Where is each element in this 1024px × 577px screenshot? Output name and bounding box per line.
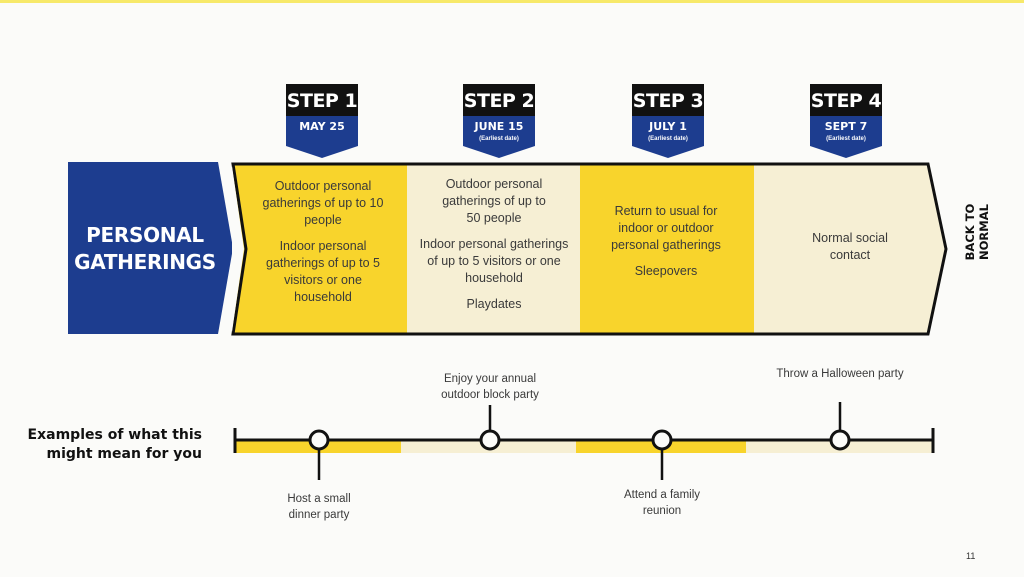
column-2-text: Outdoor personal gatherings of up to 50 …	[414, 176, 574, 322]
step-note: (Earliest date)	[479, 136, 519, 142]
rule-text: Return to usual for indoor or outdoor pe…	[611, 204, 721, 252]
rule-text: Outdoor personal gatherings of up to 10 …	[262, 179, 384, 227]
step-date: JUNE 15	[474, 120, 524, 133]
top-accent-line	[0, 0, 1024, 3]
column-3-text: Return to usual for indoor or outdoor pe…	[596, 203, 736, 289]
rule-text: Normal social contact	[812, 231, 888, 262]
example-4-marker	[829, 429, 851, 451]
example-2-label: Enjoy your annual outdoor block party	[441, 373, 539, 401]
step-title: STEP 4	[810, 90, 882, 112]
column-3-fill	[580, 164, 754, 334]
arrow-outline	[231, 162, 948, 336]
badge-shape-icon	[286, 84, 358, 158]
rule-text: Playdates	[466, 297, 522, 311]
rule-text: Sleepovers	[634, 264, 698, 278]
rule-text: Indoor personal gatherings of up to 5 vi…	[419, 237, 569, 285]
example-2-marker	[479, 429, 501, 451]
step-1-badge: STEP 1 MAY 25	[286, 84, 358, 158]
column-4-fill	[754, 164, 946, 334]
step-title: STEP 1	[286, 90, 358, 112]
example-3-label: Attend a family reunion	[623, 489, 701, 517]
step-3-badge: STEP 3 JULY 1 (Earliest date)	[632, 84, 704, 158]
step-date: MAY 25	[299, 120, 345, 133]
step-date: SEPT 7	[824, 120, 868, 133]
example-3-marker	[651, 429, 673, 451]
step-date: JULY 1	[649, 120, 687, 133]
badge-shape-icon	[810, 84, 882, 158]
badge-shape-icon	[463, 84, 535, 158]
example-1-marker	[308, 429, 330, 451]
step-title: STEP 3	[632, 90, 704, 112]
column-2-fill	[407, 164, 580, 334]
step-note: (Earliest date)	[648, 136, 688, 142]
badge-shape-icon	[632, 84, 704, 158]
column-1-text: Outdoor personal gatherings of up to 10 …	[258, 178, 388, 315]
step-2-badge: STEP 2 JUNE 15 (Earliest date)	[463, 84, 535, 158]
column-1-fill	[233, 164, 407, 334]
rule-text: Indoor personal gatherings of up to 5 vi…	[266, 239, 380, 304]
page-number: 11	[966, 551, 976, 561]
category-block	[68, 162, 233, 334]
example-4-label: Throw a Halloween party	[776, 368, 904, 380]
column-4-text: Normal social contact	[790, 230, 910, 273]
step-title: STEP 2	[463, 90, 535, 112]
rule-text: Outdoor personal gatherings of up to 50 …	[442, 177, 546, 225]
examples-title: Examples of what this might mean for you	[27, 427, 202, 462]
step-4-badge: STEP 4 SEPT 7 (Earliest date)	[810, 84, 882, 158]
step-note: (Earliest date)	[826, 136, 866, 142]
category-label: PERSONAL GATHERINGS	[74, 223, 216, 274]
example-1-label: Host a small dinner party	[287, 493, 351, 521]
